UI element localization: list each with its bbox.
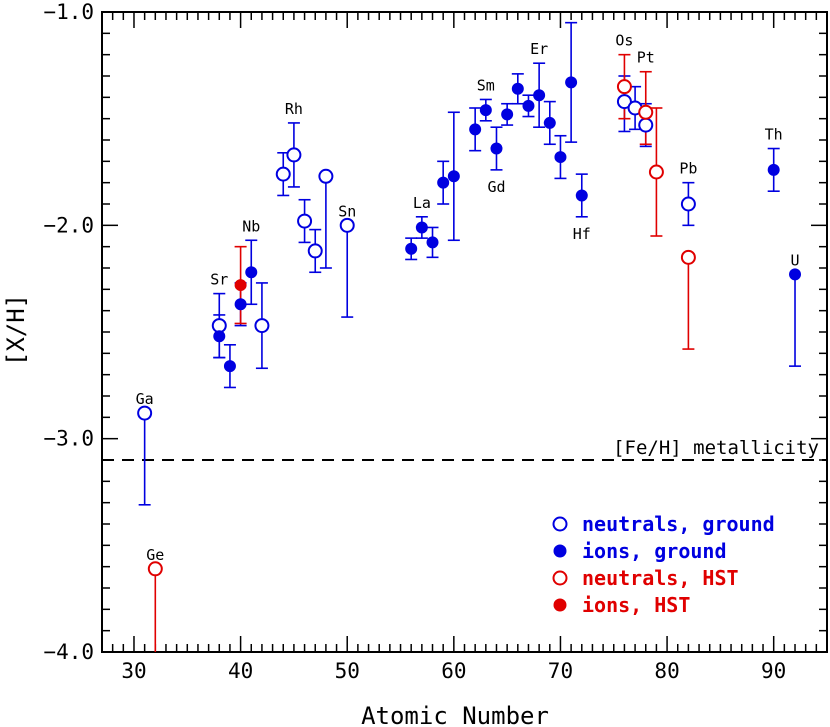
open-point	[616, 79, 632, 95]
legend: neutrals, ground ions, ground neutrals, HS…	[552, 512, 775, 617]
element-label: Ge	[146, 546, 164, 564]
filled-point	[479, 104, 492, 117]
x-tick-label: 40	[228, 659, 253, 683]
y-axis-label: [X/H]	[2, 294, 30, 366]
filled-point	[245, 266, 258, 279]
axis-ticks: 30 40 50 60 70 80 90 −4.0 −3.0 −2.0 −1.0	[43, 0, 828, 683]
filled-point	[543, 116, 556, 129]
element-label: Sr	[210, 271, 228, 289]
filled-point	[234, 279, 247, 292]
legend-marker	[553, 598, 567, 612]
y-tick-label: −3.0	[43, 427, 94, 451]
element-label: Pb	[679, 160, 697, 178]
open-point	[638, 104, 654, 120]
open-point	[211, 318, 227, 334]
open-point	[680, 249, 696, 265]
filled-point	[565, 76, 578, 89]
reference-line-group: [Fe/H] metallicity	[102, 437, 827, 461]
open-point	[275, 166, 291, 182]
filled-point	[522, 99, 535, 112]
element-label: Hf	[573, 225, 591, 243]
filled-point	[447, 170, 460, 183]
element-label: La	[413, 194, 431, 212]
filled-point	[437, 176, 450, 189]
filled-point	[767, 163, 780, 176]
filled-point	[511, 82, 524, 95]
element-label: Ga	[136, 390, 154, 408]
legend-label: neutrals, HST	[582, 566, 739, 590]
filled-point	[415, 221, 428, 234]
filled-point	[501, 108, 514, 121]
open-point	[680, 196, 696, 212]
x-tick-label: 30	[121, 659, 146, 683]
open-point	[286, 147, 302, 163]
open-point	[648, 164, 664, 180]
filled-point	[554, 151, 567, 164]
open-point	[137, 405, 153, 421]
element-label: Pt	[637, 49, 655, 67]
element-label: Er	[530, 40, 548, 58]
element-label: Th	[765, 126, 783, 144]
open-point	[254, 318, 270, 334]
element-label: Rh	[285, 100, 303, 118]
open-point	[297, 213, 313, 229]
data-markers	[137, 76, 802, 577]
element-label: Gd	[487, 178, 505, 196]
y-tick-label: −4.0	[43, 640, 94, 664]
filled-point	[789, 268, 802, 281]
legend-marker	[552, 516, 568, 532]
filled-point	[405, 242, 418, 255]
x-tick-label: 60	[441, 659, 466, 683]
legend-label: ions, HST	[582, 593, 690, 617]
element-label: Sn	[338, 202, 356, 220]
filled-point	[213, 330, 226, 343]
open-point	[147, 561, 163, 577]
open-point	[616, 94, 632, 110]
legend-marker	[553, 544, 567, 558]
open-point	[307, 243, 323, 259]
filled-point	[575, 189, 588, 202]
y-tick-label: −1.0	[43, 0, 94, 24]
x-axis-label: Atomic Number	[361, 702, 549, 727]
element-label: U	[790, 251, 799, 269]
x-tick-label: 90	[761, 659, 786, 683]
open-point	[318, 168, 334, 184]
legend-marker	[552, 570, 568, 586]
filled-point	[469, 123, 482, 136]
element-label: Nb	[242, 217, 260, 235]
filled-point	[234, 298, 247, 311]
filled-point	[533, 89, 546, 102]
open-point	[638, 117, 654, 133]
filled-point	[426, 236, 439, 249]
element-label: Os	[615, 32, 633, 50]
x-tick-label: 70	[548, 659, 573, 683]
y-tick-label: −2.0	[43, 213, 94, 237]
open-point	[339, 217, 355, 233]
x-tick-label: 80	[654, 659, 679, 683]
legend-label: neutrals, ground	[582, 512, 775, 536]
filled-point	[223, 360, 236, 373]
metallicity-label: [Fe/H] metallicity	[613, 437, 819, 459]
filled-point	[490, 142, 503, 155]
x-tick-label: 50	[335, 659, 360, 683]
element-label: Sm	[477, 76, 495, 94]
legend-label: ions, ground	[582, 539, 727, 563]
